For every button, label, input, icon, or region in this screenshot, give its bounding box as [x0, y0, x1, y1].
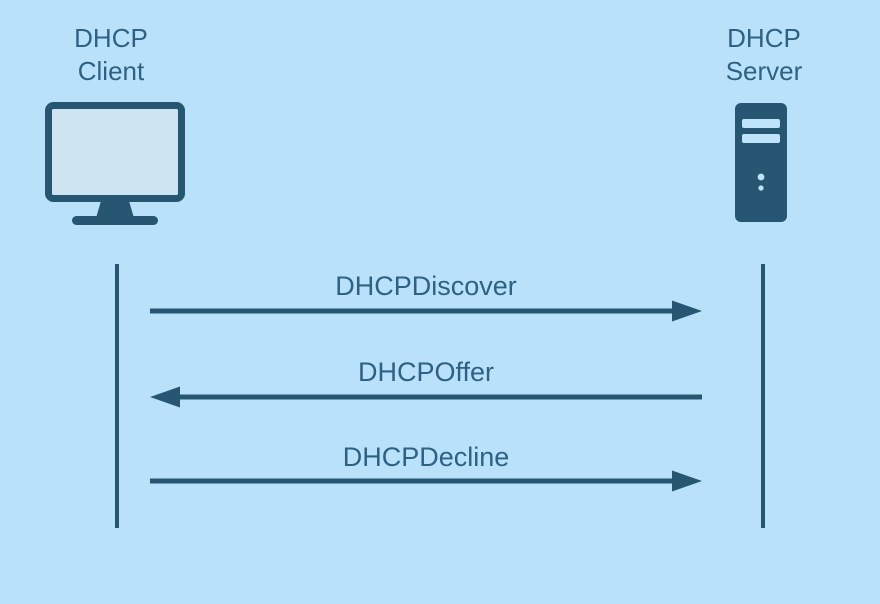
- server-entity-label: DHCP Server: [725, 23, 803, 86]
- client-entity-label: DHCP Client: [74, 23, 148, 86]
- message-label-dhcpdiscover: DHCPDiscover: [335, 271, 517, 301]
- arrow-right-icon: [150, 470, 702, 492]
- arrow-right-icon: [150, 300, 702, 322]
- monitor-icon: [45, 102, 185, 225]
- arrow-left-icon: [150, 386, 702, 408]
- server-lifeline: [761, 264, 765, 528]
- server-tower-icon: [735, 103, 787, 222]
- client-lifeline: [115, 264, 119, 528]
- message-label-dhcpdecline: DHCPDecline: [342, 442, 510, 472]
- message-label-dhcpoffer: DHCPOffer: [357, 357, 495, 387]
